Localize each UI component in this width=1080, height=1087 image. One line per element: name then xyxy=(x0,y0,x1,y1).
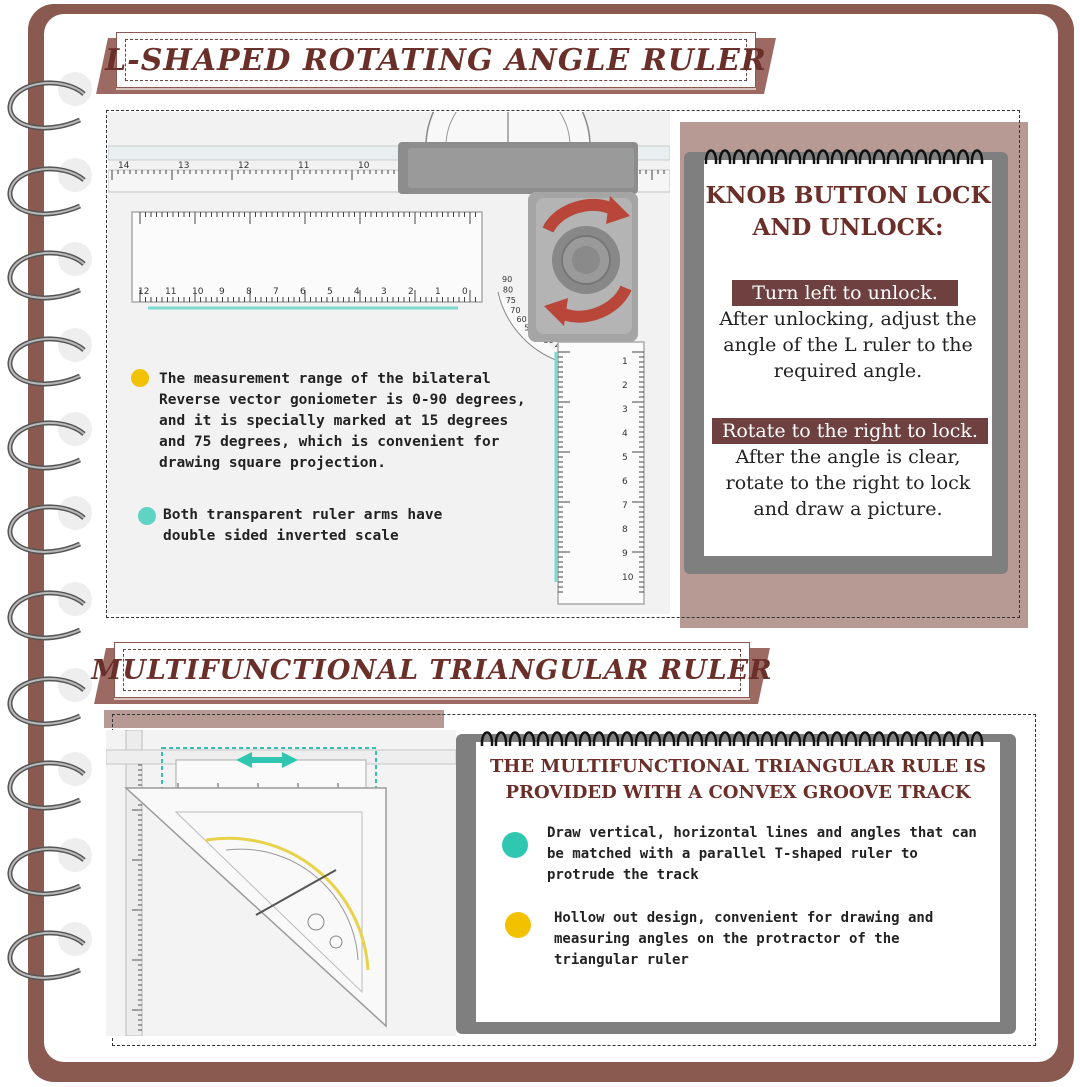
ruler-label: 8 xyxy=(622,525,628,535)
binder-ring-icon xyxy=(7,80,86,131)
ruler-arms-description: Both transparent ruler arms have double … xyxy=(163,507,443,544)
ruler-label: 6 xyxy=(622,477,628,487)
unlock-description: After unlocking, adjust the angle of the… xyxy=(719,308,977,382)
lock-description: After the angle is clear, rotate to the … xyxy=(725,446,971,520)
unlock-tag: Turn left to unlock. xyxy=(732,280,958,306)
teal-bullet-icon xyxy=(502,832,528,858)
binder-ring-icon xyxy=(7,166,86,217)
protractor-label: 80 xyxy=(503,286,513,295)
ruler-label: 7 xyxy=(622,501,628,511)
ruler-label: 5 xyxy=(622,453,628,463)
yellow-bullet-icon xyxy=(505,912,531,938)
triangle-card-title: THE MULTIFUNCTIONAL TRIANGULAR RULE IS P… xyxy=(490,756,986,803)
knob-card xyxy=(704,160,992,556)
section1-title: L-SHAPED ROTATING ANGLE RULER xyxy=(105,42,767,78)
ruler-label: 9 xyxy=(219,287,225,297)
ruler-label: 7 xyxy=(273,287,279,297)
section1-frame xyxy=(106,110,1020,618)
ruler-label: 10 xyxy=(192,287,204,297)
spiral-binding-icon xyxy=(704,149,984,165)
banner-frame: L-SHAPED ROTATING ANGLE RULER xyxy=(105,39,766,81)
ruler-label: 1 xyxy=(622,357,628,367)
knob-card-title: KNOB BUTTON LOCK AND UNLOCK: xyxy=(705,182,991,241)
section2-banner: MULTIFUNCTIONAL TRIANGULAR RULER xyxy=(91,642,772,704)
binder-ring-icon xyxy=(7,676,86,727)
ruler-label: 12 xyxy=(238,161,249,171)
triangle-card xyxy=(476,742,1000,1022)
ruler-label: 12 xyxy=(138,287,149,297)
ruler-label: 0 xyxy=(462,287,468,297)
ruler-label: 2 xyxy=(408,287,414,297)
protractor-label: 75 xyxy=(506,296,516,305)
ruler-label: 9 xyxy=(622,549,628,559)
ruler-label: 4 xyxy=(622,429,628,439)
section1-banner: L-SHAPED ROTATING ANGLE RULER xyxy=(96,32,776,94)
track-description: Draw vertical, horizontal lines and angl… xyxy=(547,825,977,883)
binder-ring-icon xyxy=(7,760,86,811)
banner-front: L-SHAPED ROTATING ANGLE RULER xyxy=(105,32,766,88)
binder-ring-icon xyxy=(7,846,86,897)
triangle-ruler-photo xyxy=(106,730,456,1036)
section2-title: MULTIFUNCTIONAL TRIANGULAR RULER xyxy=(91,654,773,686)
lock-tag: Rotate to the right to lock. xyxy=(712,418,988,444)
ruler-label: 11 xyxy=(165,287,176,297)
protractor-label: 70 xyxy=(510,306,520,315)
ruler-label: 14 xyxy=(118,161,130,171)
ruler-label: 3 xyxy=(622,405,628,415)
ruler-label: 2 xyxy=(622,381,628,391)
binder-ring-icon xyxy=(7,250,86,301)
banner-front: MULTIFUNCTIONAL TRIANGULAR RULER xyxy=(91,642,772,698)
ruler-label: 10 xyxy=(622,573,634,583)
protractor-label: 60 xyxy=(517,315,527,324)
ruler-label: 5 xyxy=(327,287,333,297)
ruler-label: 8 xyxy=(246,287,252,297)
ruler-label: 3 xyxy=(381,287,387,297)
yellow-bullet-icon xyxy=(131,369,149,387)
protractor-label: 90 xyxy=(502,275,512,284)
ruler-label: 10 xyxy=(358,161,370,171)
goniometer-description: The measurement range of the bilateral R… xyxy=(159,371,526,471)
binder-ring-icon xyxy=(7,590,86,641)
binder-ring-icon xyxy=(7,930,86,981)
ruler-label: 13 xyxy=(178,161,189,171)
ruler-label: 11 xyxy=(298,161,309,171)
triangle-ruler-illustration xyxy=(106,730,456,1036)
binder-ring-icon xyxy=(7,336,86,387)
spiral-binding-icon xyxy=(480,731,984,747)
ruler-label: 6 xyxy=(300,287,306,297)
binder-ring-icon xyxy=(7,420,86,471)
hollow-design-description: Hollow out design, convenient for drawin… xyxy=(554,910,934,968)
binder-ring-icon xyxy=(7,504,86,555)
banner-frame: MULTIFUNCTIONAL TRIANGULAR RULER xyxy=(91,649,772,691)
ruler-label: 1 xyxy=(435,287,441,297)
teal-bullet-icon xyxy=(138,507,156,525)
ruler-label: 4 xyxy=(354,287,360,297)
